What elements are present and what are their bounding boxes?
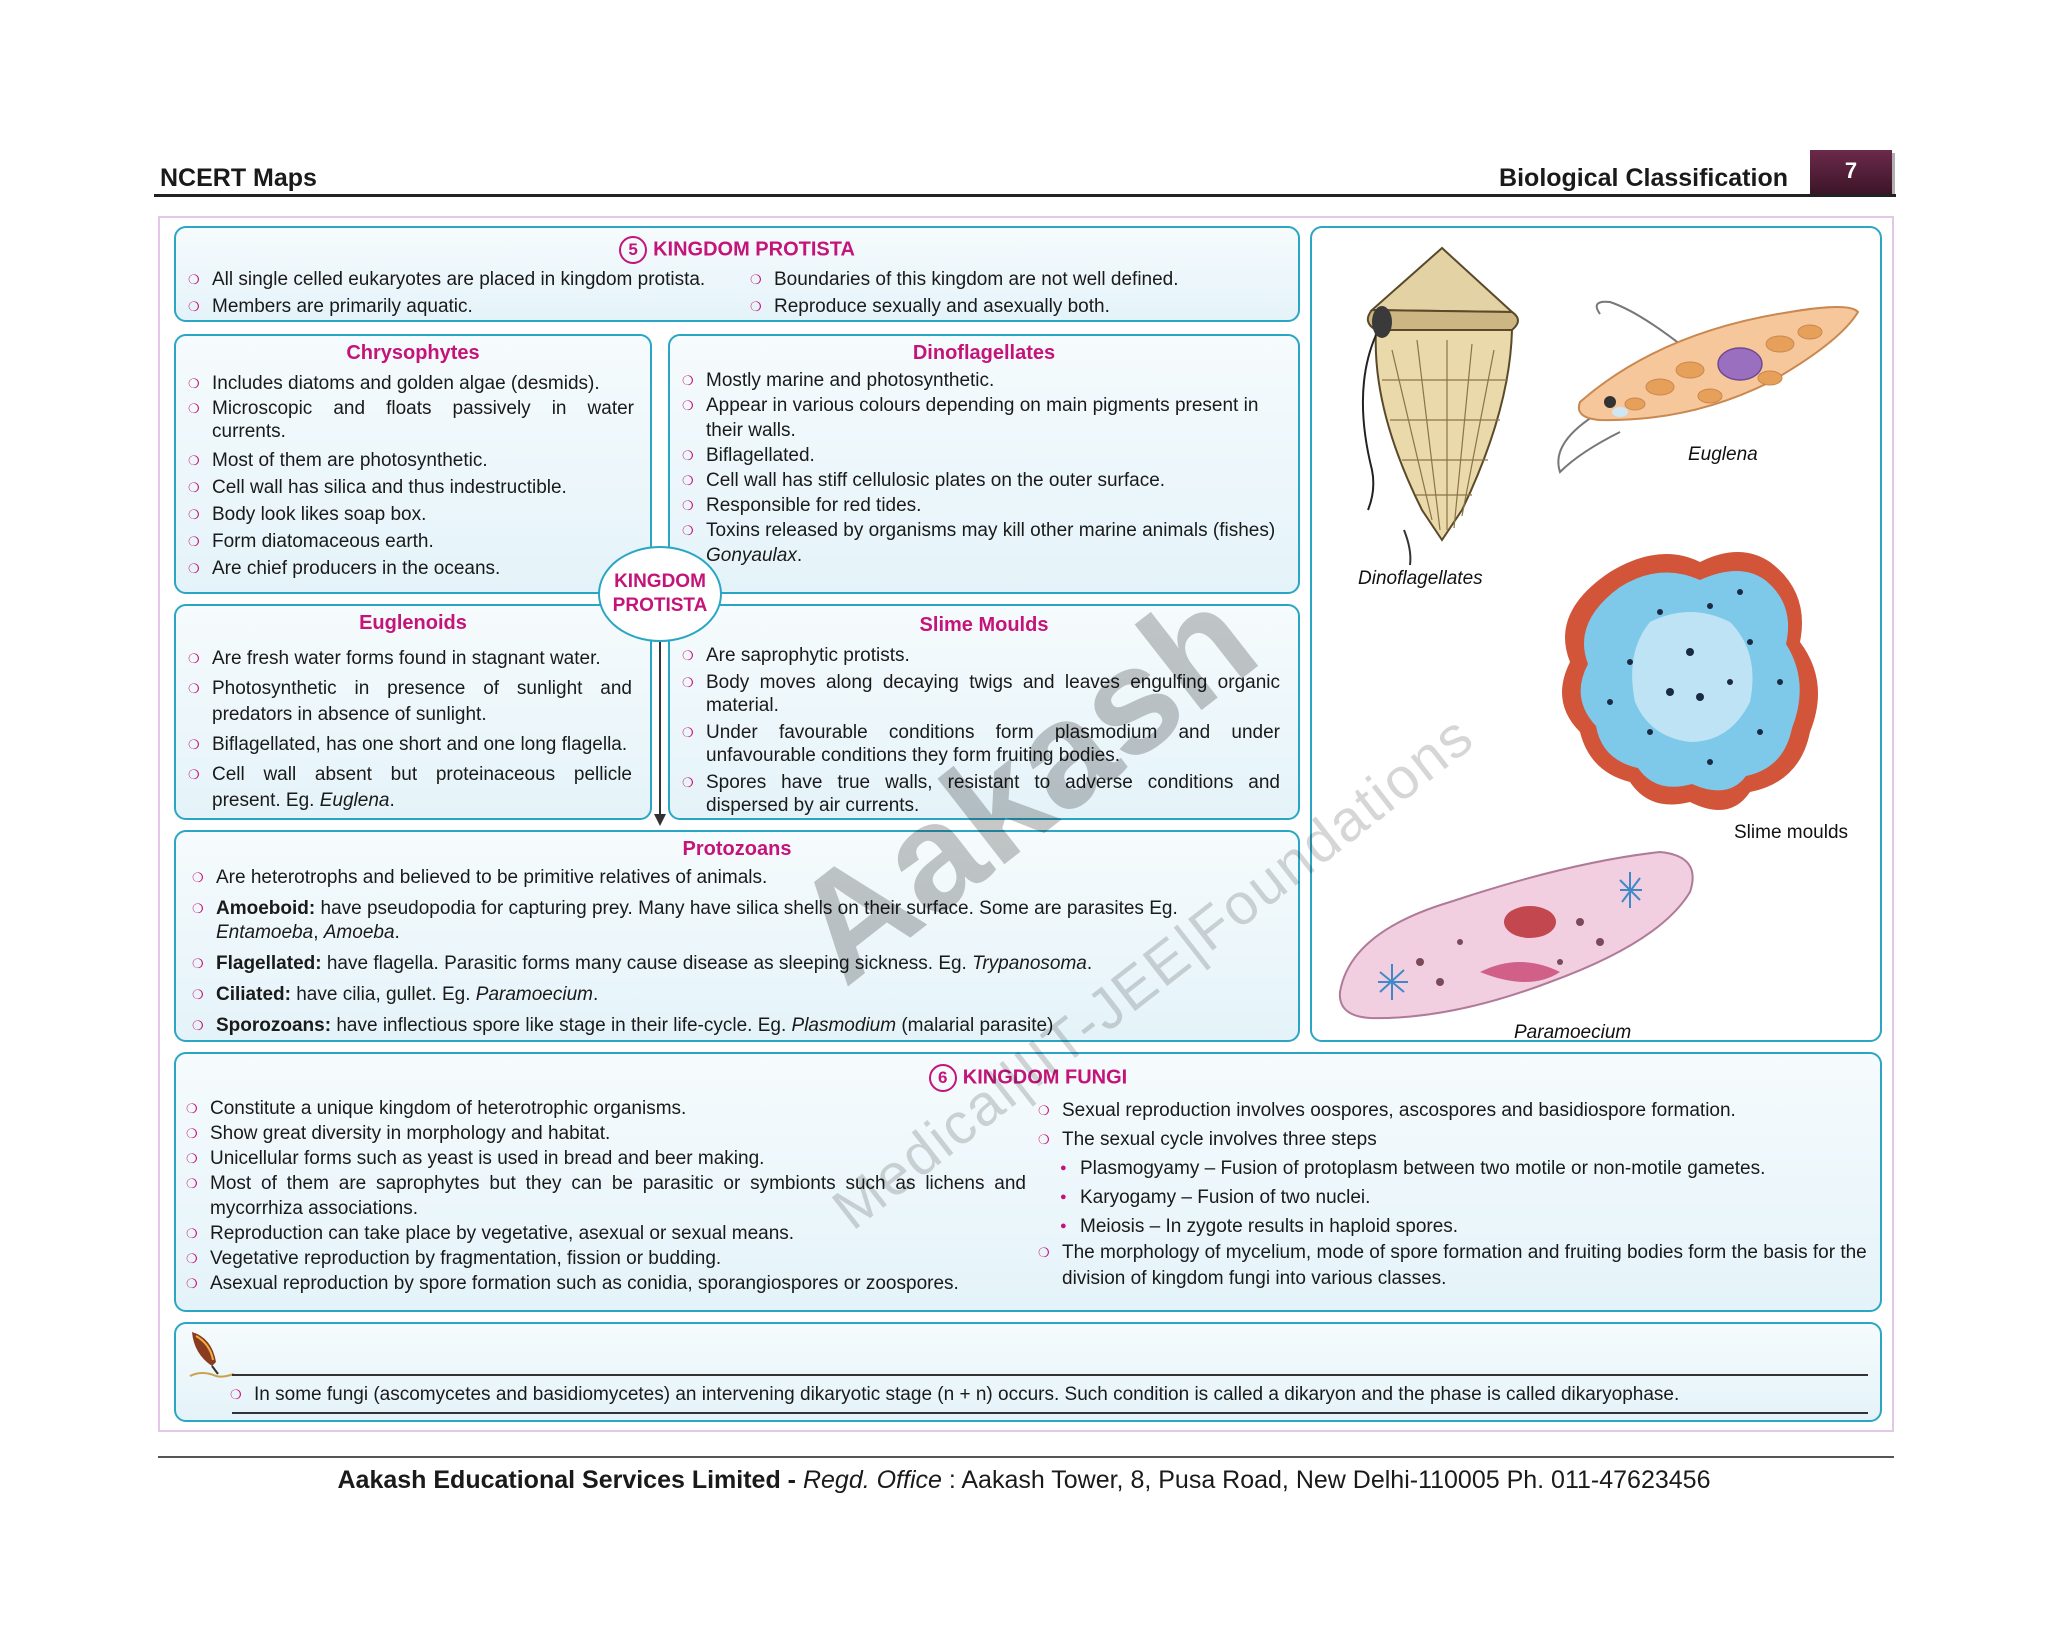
note-rule-top xyxy=(232,1374,1868,1376)
quill-pen-icon xyxy=(189,1332,235,1378)
list-item: Members are primarily aquatic. xyxy=(186,293,746,320)
list-item: Show great diversity in morphology and h… xyxy=(184,1121,1026,1146)
list-item: Mostly marine and photosynthetic. xyxy=(680,368,1280,393)
footer-rule xyxy=(158,1456,1894,1458)
list-item: Biflagellated, has one short and one lon… xyxy=(186,732,632,758)
footer-regd: Regd. Office xyxy=(802,1466,942,1494)
list-item: Form diatomaceous earth. xyxy=(186,528,634,555)
list-item: All single celled eukaryotes are placed … xyxy=(186,266,746,293)
list-item: Ciliated: have cilia, gullet. Eg. Paramo… xyxy=(190,983,1286,1007)
example-genus: Gonyaulax xyxy=(706,545,797,566)
list-item: Biflagellated. xyxy=(680,443,1280,468)
fungi-steps-list: Plasmogyamy – Fusion of protoplasm betwe… xyxy=(1058,1154,1858,1241)
note-rule-bottom xyxy=(232,1412,1868,1414)
fungi-list-right: Sexual reproduction involves oospores, a… xyxy=(1036,1096,1872,1154)
slime-moulds-title: Slime Moulds xyxy=(919,614,1049,636)
dinoflagellates-list: Mostly marine and photosynthetic. Appear… xyxy=(680,368,1280,568)
header-title-left: NCERT Maps xyxy=(160,164,317,192)
footer-address: : Aakash Tower, 8, Pusa Road, New Delhi-… xyxy=(941,1466,1711,1494)
list-item: Sporozoans: have inflectious spore like … xyxy=(190,1014,1286,1038)
protozoans-box: Protozoans Are heterotrophs and believed… xyxy=(174,830,1300,1042)
dinoflagellates-title: Dinoflagellates xyxy=(912,342,1056,364)
list-item: Includes diatoms and golden algae (desmi… xyxy=(186,370,634,397)
list-item: Flagellated: have flagella. Parasitic fo… xyxy=(190,952,1286,976)
slime-moulds-box: Slime Moulds Are saprophytic protists. B… xyxy=(668,604,1300,820)
list-item: Most of them are photosynthetic. xyxy=(186,447,634,474)
chrysophytes-title: Chrysophytes xyxy=(346,342,480,364)
header-title-right: Biological Classification xyxy=(1499,164,1788,192)
dinoflagellate-illustration xyxy=(1361,246,1519,566)
protista-list-2: Boundaries of this kingdom are not well … xyxy=(748,266,1288,320)
caption-slime-moulds: Slime moulds xyxy=(1734,822,1849,843)
list-item: Constitute a unique kingdom of heterotro… xyxy=(184,1096,1026,1121)
list-item: Meiosis – In zygote results in haploid s… xyxy=(1058,1212,1858,1241)
section-number: 5 xyxy=(619,236,648,264)
list-item: Reproduce sexually and asexually both. xyxy=(748,293,1288,320)
header-rule xyxy=(154,194,1896,197)
content-frame xyxy=(158,216,1894,1432)
list-item: Reproduction can take place by vegetativ… xyxy=(184,1221,1026,1246)
list-item: Appear in various colours depending on m… xyxy=(680,393,1280,443)
note-box: In some fungi (ascomycetes and basidiomy… xyxy=(174,1322,1882,1422)
euglenoids-box: Euglenoids Are fresh water forms found i… xyxy=(174,604,652,820)
euglenoids-title: Euglenoids xyxy=(359,612,467,634)
list-item: Plasmogyamy – Fusion of protoplasm betwe… xyxy=(1058,1154,1858,1183)
list-item: Responsible for red tides. xyxy=(680,493,1280,518)
section-number: 6 xyxy=(928,1064,957,1092)
connector-arrow xyxy=(654,630,666,826)
dinoflagellates-box: Dinoflagellates Mostly marine and photos… xyxy=(668,334,1300,594)
protozoans-title: Protozoans xyxy=(682,838,792,860)
page-number: 7 xyxy=(1810,150,1892,194)
list-item: Toxins released by organisms may kill ot… xyxy=(680,518,1280,568)
list-item: Most of them are saprophytes but they ca… xyxy=(184,1171,1026,1221)
list-item: Amoeboid: have pseudopodia for capturing… xyxy=(190,897,1286,945)
list-item: Body moves along decaying twigs and leav… xyxy=(680,671,1280,717)
euglenoids-list: Are fresh water forms found in stagnant … xyxy=(186,646,632,814)
list-item: Cell wall absent but proteinaceous pelli… xyxy=(186,762,632,814)
footer: Aakash Educational Services Limited - Re… xyxy=(0,1466,2048,1495)
caption-dinoflagellates: Dinoflagellates xyxy=(1358,568,1483,589)
list-item: Unicellular forms such as yeast is used … xyxy=(184,1146,1026,1171)
list-item: Microscopic and floats passively in wate… xyxy=(186,397,634,443)
chrysophytes-box: Chrysophytes Includes diatoms and golden… xyxy=(174,334,652,594)
note-text: In some fungi (ascomycetes and basidiomy… xyxy=(228,1380,1868,1410)
list-item: Cell wall has stiff cellulosic plates on… xyxy=(680,468,1280,493)
list-item: Photosynthetic in presence of sunlight a… xyxy=(186,676,632,728)
fungi-list-right-bottom: The morphology of mycelium, mode of spor… xyxy=(1036,1240,1872,1292)
euglena-illustration xyxy=(1557,300,1860,474)
protozoans-list: Are heterotrophs and believed to be prim… xyxy=(190,866,1286,1038)
list-item: Are heterotrophs and believed to be prim… xyxy=(190,866,1286,890)
list-item: Boundaries of this kingdom are not well … xyxy=(748,266,1288,293)
slime-moulds-list: Are saprophytic protists. Body moves alo… xyxy=(680,644,1280,817)
list-item: Body look likes soap box. xyxy=(186,501,634,528)
example-genus: Euglena xyxy=(319,790,390,811)
list-item: The morphology of mycelium, mode of spor… xyxy=(1036,1240,1872,1292)
list-item: Asexual reproduction by spore formation … xyxy=(184,1271,1026,1296)
fungi-list-left: Constitute a unique kingdom of heterotro… xyxy=(184,1096,1026,1296)
list-item: Are chief producers in the oceans. xyxy=(186,555,634,582)
caption-euglena: Euglena xyxy=(1688,444,1758,465)
kingdom-protista-label: KINGDOM PROTISTA xyxy=(598,546,722,642)
footer-company: Aakash Educational Services Limited - xyxy=(337,1466,803,1494)
protista-list-1: All single celled eukaryotes are placed … xyxy=(186,266,746,320)
list-item: Karyogamy – Fusion of two nuclei. xyxy=(1058,1183,1858,1212)
list-item: Vegetative reproduction by fragmentation… xyxy=(184,1246,1026,1271)
slime-mould-illustration xyxy=(1562,552,1818,810)
caption-paramoecium: Paramoecium xyxy=(1514,1022,1632,1043)
chrysophytes-list: Includes diatoms and golden algae (desmi… xyxy=(186,370,634,582)
list-item: Cell wall has silica and thus indestruct… xyxy=(186,474,634,501)
list-item: Spores have true walls, resistant to adv… xyxy=(680,771,1280,817)
list-item: Are fresh water forms found in stagnant … xyxy=(186,646,632,672)
list-item: The sexual cycle involves three steps xyxy=(1036,1125,1872,1154)
list-item: Sexual reproduction involves oospores, a… xyxy=(1036,1096,1872,1125)
paramoecium-illustration xyxy=(1338,850,1694,1020)
list-item: Under favourable conditions form plasmod… xyxy=(680,721,1280,767)
list-item: Are saprophytic protists. xyxy=(680,644,1280,667)
note-list: In some fungi (ascomycetes and basidiomy… xyxy=(228,1380,1868,1410)
figures-box: Dinoflagellates Euglena Slime moulds xyxy=(1310,226,1882,1043)
